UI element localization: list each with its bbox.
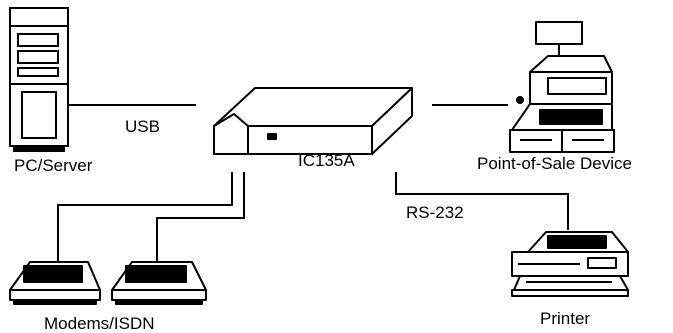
modem-left-icon: [9, 261, 101, 305]
pos-device-icon: [509, 21, 615, 153]
ic135a-label: IC135A: [298, 151, 355, 170]
modem-right-icon: [111, 261, 207, 305]
pos-device-label: Point-of-Sale Device: [477, 154, 632, 173]
rs232-label: RS-232: [406, 203, 464, 222]
connection-lines: [57, 104, 569, 262]
rs232-link: [395, 172, 569, 230]
modem-left-link: [57, 172, 233, 262]
usb-label: USB: [125, 117, 160, 136]
ic135a-hub-icon: [213, 87, 413, 155]
pc-server-icon: [9, 7, 69, 152]
printer-icon: [511, 231, 629, 297]
printer-label: Printer: [540, 309, 590, 328]
pc-server-label: PC/Server: [14, 156, 93, 175]
modem-right-link: [156, 172, 245, 262]
modems-isdn-label: Modems/ISDN: [44, 314, 155, 333]
